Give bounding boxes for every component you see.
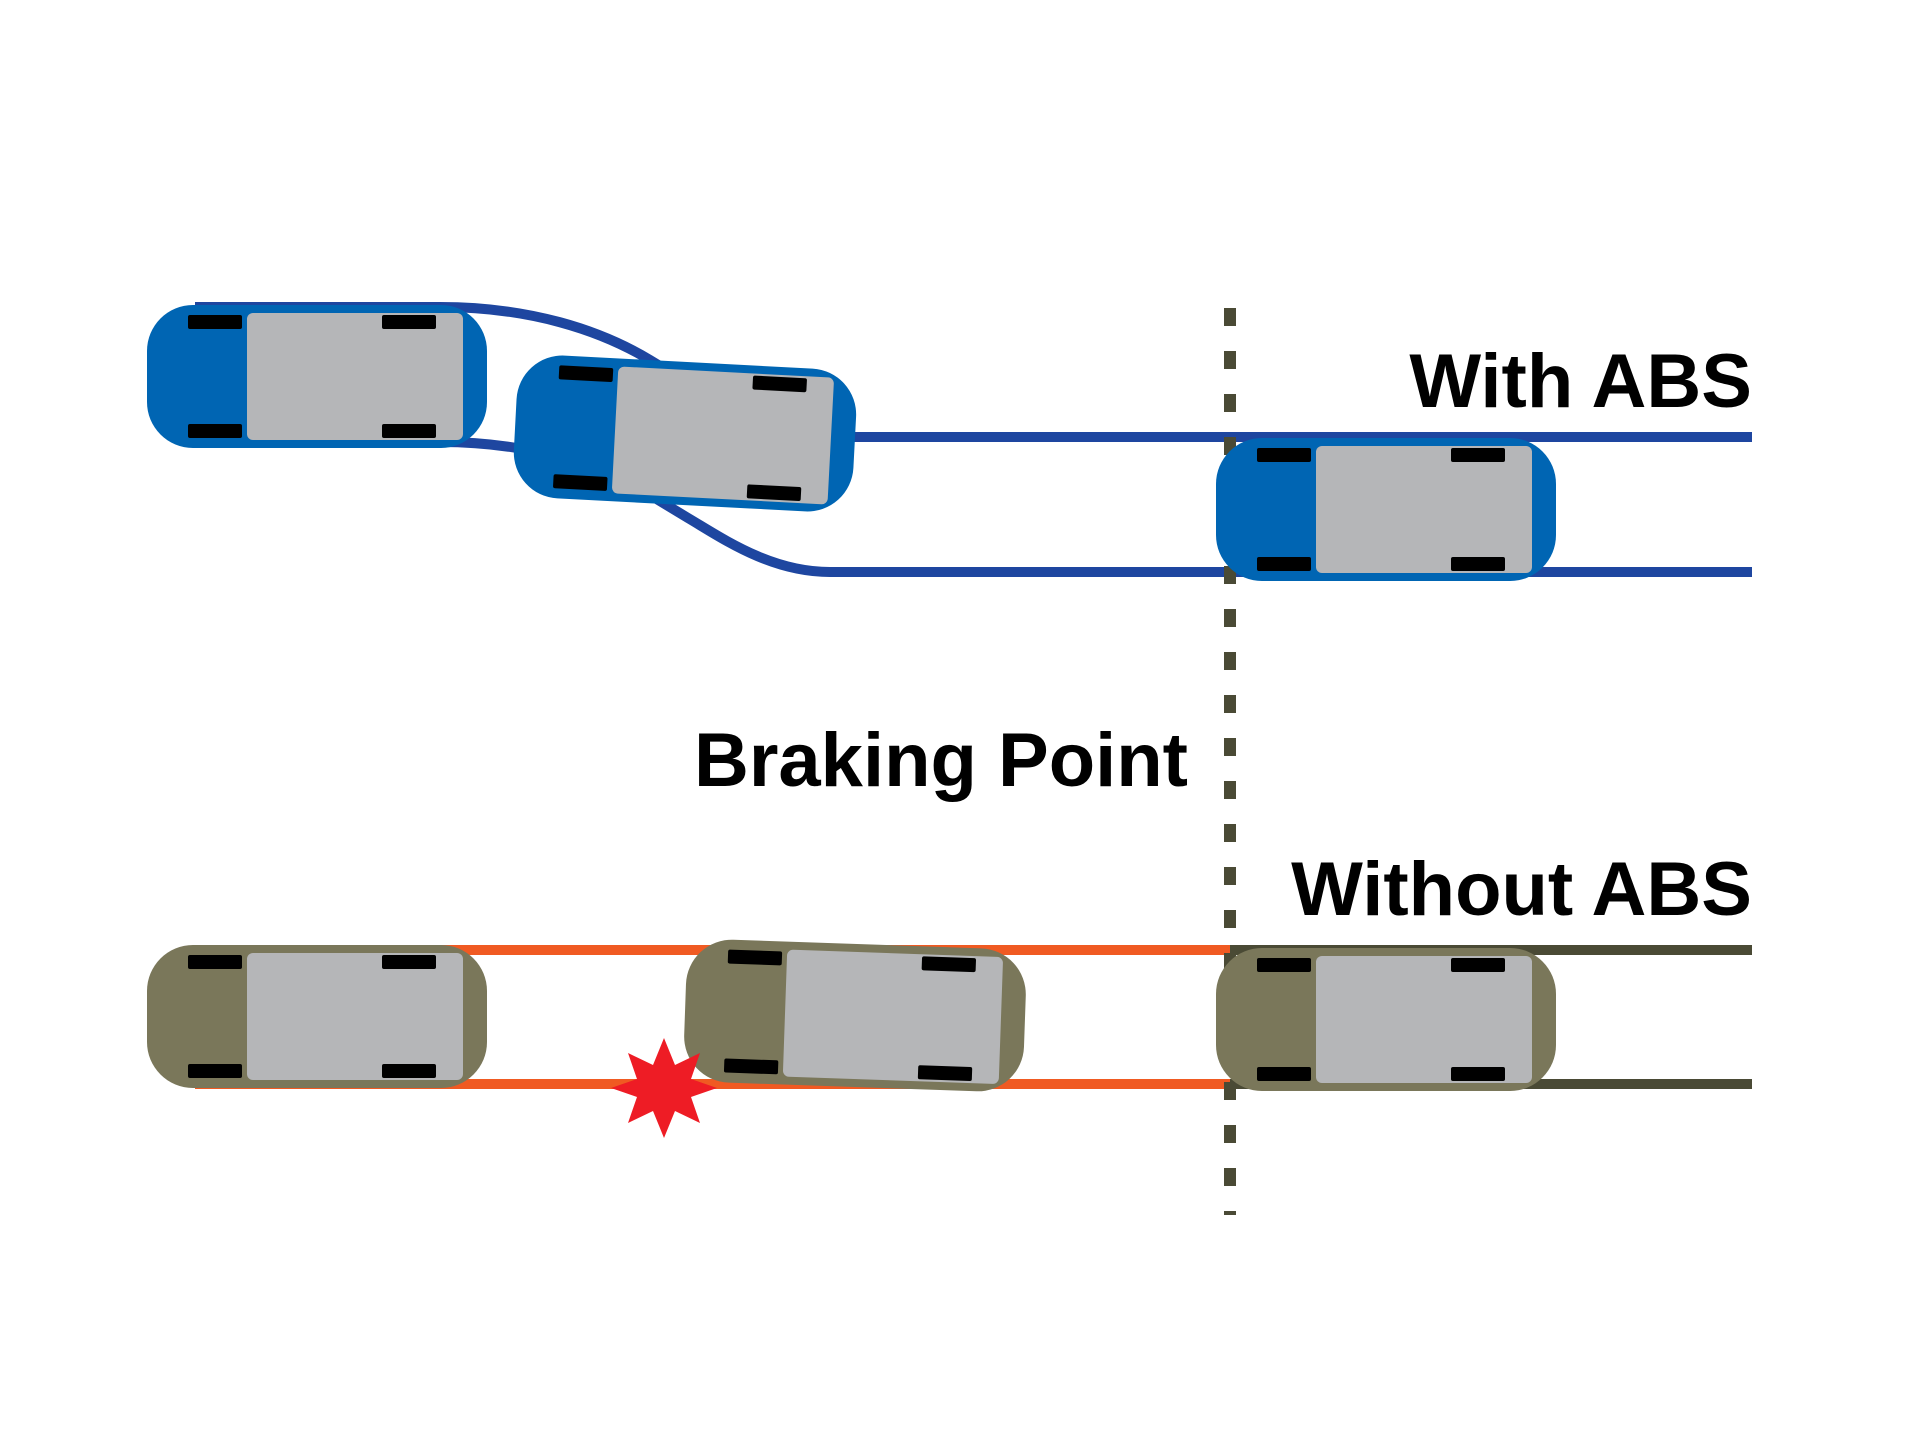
with-abs-label: With ABS (1409, 339, 1752, 424)
impact-burst-icon (611, 1038, 717, 1138)
braking-point-label: Braking Point (694, 718, 1188, 803)
no-abs-car-stopped (1216, 948, 1556, 1091)
abs-car-stopped (1216, 438, 1556, 581)
abs-car-swerving (513, 355, 857, 512)
no-abs-car-skidding (684, 939, 1026, 1092)
without-abs-label: Without ABS (1291, 847, 1752, 932)
no-abs-car-start (147, 945, 487, 1088)
abs-car-start (147, 305, 487, 448)
